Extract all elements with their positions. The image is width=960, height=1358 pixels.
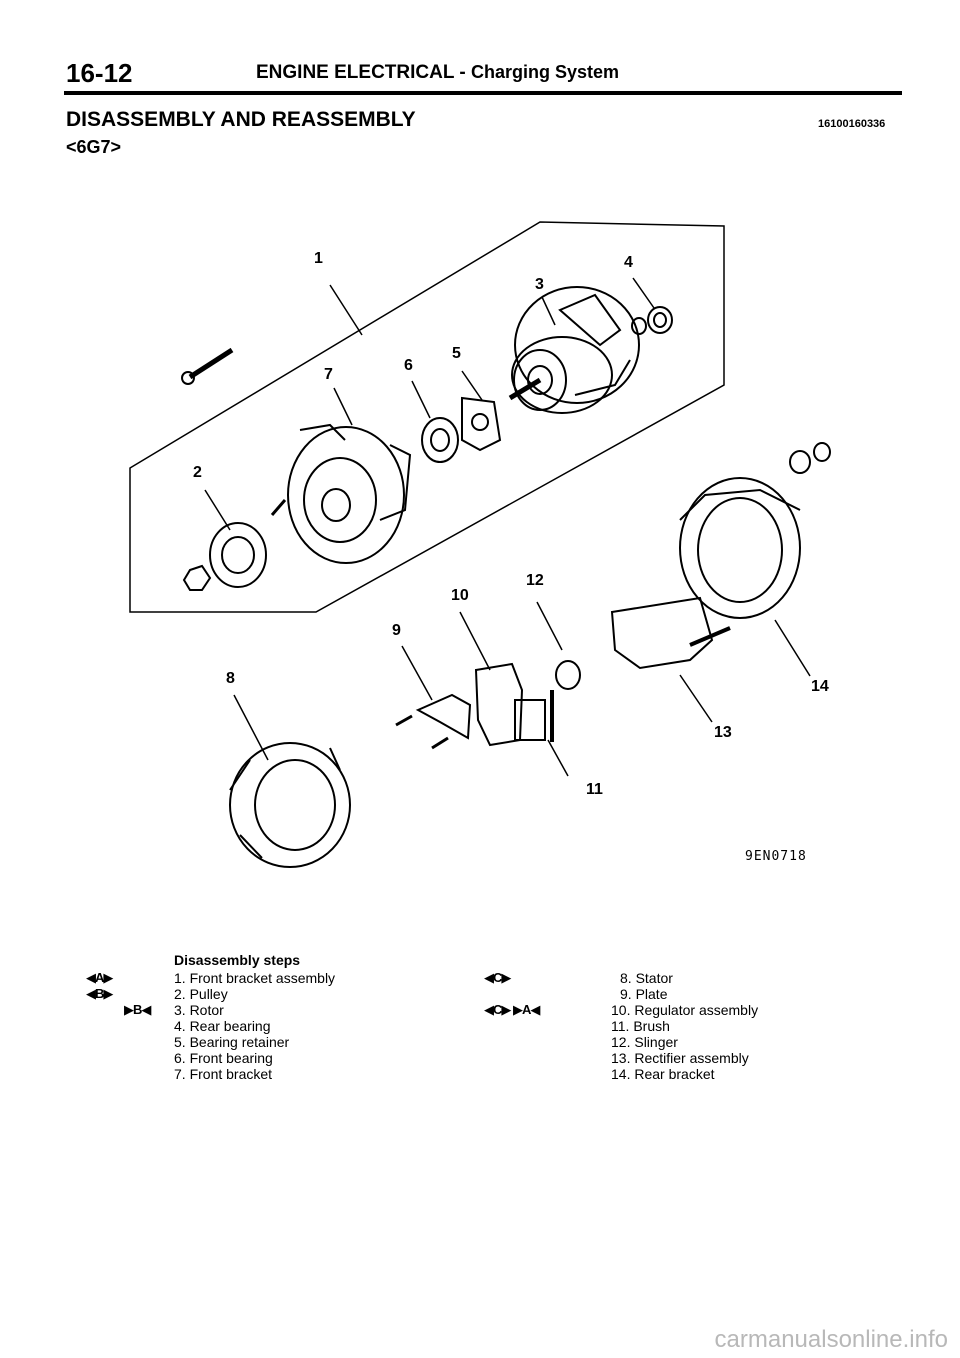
callout-4: 4: [624, 254, 633, 271]
through-bolt: [181, 347, 234, 385]
step-item: 12. Slinger: [611, 1034, 678, 1050]
callout-1: 1: [314, 250, 323, 267]
front-bracket: [287, 423, 412, 564]
steps-heading: Disassembly steps: [174, 952, 301, 968]
service-mark: ◀B▶: [86, 986, 113, 1001]
step-item: 8. Stator: [620, 970, 673, 986]
callout-13: 13: [714, 724, 732, 741]
rear-bearing: [631, 306, 673, 335]
callout-12: 12: [526, 572, 544, 589]
engine-code: <6G7>: [66, 137, 122, 157]
service-mark: ▶B◀: [124, 1002, 151, 1017]
step-item: 7. Front bracket: [174, 1066, 273, 1082]
callout-14: 14: [811, 678, 829, 695]
callout-3: 3: [535, 276, 544, 293]
rotor: [508, 286, 640, 414]
step-item: 13. Rectifier assembly: [611, 1050, 749, 1066]
regulator-assembly: [395, 660, 581, 750]
service-mark: ◀A▶: [86, 970, 113, 985]
step-item: 1. Front bracket assembly: [174, 970, 336, 986]
figure-code: 9EN0718: [745, 849, 807, 864]
bearing-retainer: [461, 396, 502, 452]
step-item: 2. Pulley: [174, 986, 228, 1002]
callout-5: 5: [452, 345, 461, 362]
step-item: 14. Rear bracket: [611, 1066, 715, 1082]
callout-9: 9: [392, 622, 401, 639]
leader-lines: [204, 277, 811, 777]
rear-bracket: [679, 477, 801, 619]
step-item: 9. Plate: [620, 986, 668, 1002]
callout-8: 8: [226, 670, 235, 687]
callout-11: 11: [586, 781, 603, 798]
step-item: 3. Rotor: [174, 1002, 224, 1018]
service-mark: ◀C▶: [484, 970, 511, 985]
step-item: 4. Rear bearing: [174, 1018, 271, 1034]
service-mark: ◀C▶ ▶A◀: [484, 1002, 540, 1017]
step-item: 10. Regulator assembly: [611, 1002, 759, 1018]
watermark: carmanualsonline.info: [714, 1326, 948, 1353]
callout-2: 2: [193, 464, 202, 481]
callout-10: 10: [451, 587, 469, 604]
section-title: DISASSEMBLY AND REASSEMBLY: [66, 108, 416, 131]
pulley: [182, 522, 267, 591]
header-title-main: ENGINE ELECTRICAL -: [256, 62, 466, 83]
nuts: [789, 442, 831, 474]
step-item: 6. Front bearing: [174, 1050, 273, 1066]
header-rule: [64, 91, 902, 95]
header-subtitle: Charging System: [471, 62, 620, 82]
document-code: 16100160336: [818, 118, 886, 130]
rectifier-assembly: [610, 596, 731, 670]
step-item: 5. Bearing retainer: [174, 1034, 290, 1050]
parts-frame: [129, 221, 725, 613]
stator: [229, 742, 351, 868]
page-number: 16-12: [66, 58, 133, 88]
callout-6: 6: [404, 357, 413, 374]
front-bearing: [421, 417, 459, 463]
step-item: 11. Brush: [611, 1018, 670, 1034]
callout-7: 7: [324, 366, 333, 383]
header-title: ENGINE ELECTRICAL - Charging System: [256, 62, 619, 84]
